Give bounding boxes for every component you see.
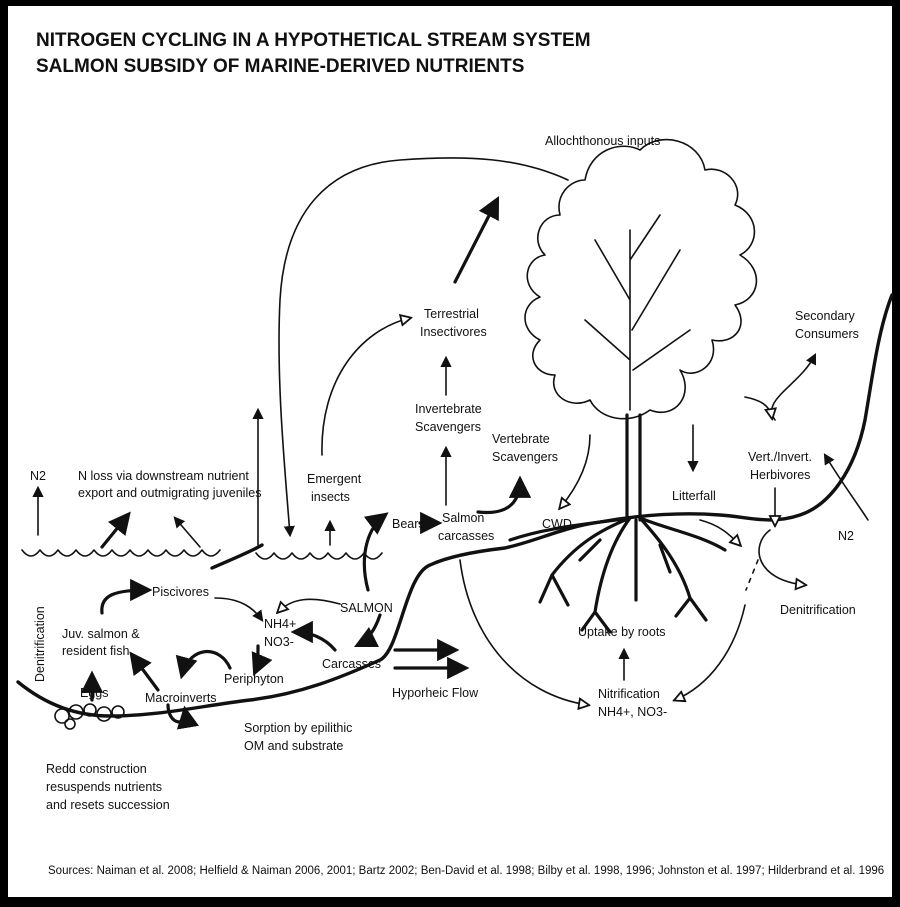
label-n2-left: N2 — [30, 469, 46, 483]
arrow-salmon-to-carcasses — [358, 615, 380, 645]
label-sorption-1: Sorption by epilithic — [244, 721, 352, 735]
tree-roots — [510, 518, 725, 632]
label-salmon: SALMON — [340, 601, 393, 615]
stream-bed-profile — [18, 295, 892, 716]
left-bank — [212, 545, 262, 568]
label-litterfall: Litterfall — [672, 489, 716, 503]
label-nloss-2: export and outmigrating juveniles — [78, 486, 261, 500]
diagram-title-line1: NITROGEN CYCLING IN A HYPOTHETICAL STREA… — [36, 30, 591, 51]
label-eggs: Eggs — [80, 686, 109, 700]
label-allochthonous: Allochthonous inputs — [545, 134, 660, 148]
label-vert-scav-1: Vertebrate — [492, 432, 550, 446]
label-nh4: NH4+ — [264, 617, 296, 631]
label-denitrification-side: Denitrification — [33, 606, 47, 682]
tree-trunk — [627, 415, 640, 520]
arrow-macro-loop — [168, 705, 185, 722]
label-emergent-1: Emergent — [307, 472, 362, 486]
label-redd-2: resuspends nutrients — [46, 780, 162, 794]
label-denitrification-right: Denitrification — [780, 603, 856, 617]
label-cwd: CWD — [542, 517, 572, 531]
arrow-emergent-to-insectivores — [322, 318, 410, 455]
label-redd-3: and resets succession — [46, 798, 170, 812]
arrow-nh4-to-periphyton — [255, 646, 258, 672]
sources-citation: Sources: Naiman et al. 2008; Helfield & … — [48, 865, 884, 877]
arrow-macro-to-juv — [132, 655, 158, 690]
label-nitrification-1: Nitrification — [598, 687, 660, 701]
tree-branches — [585, 215, 690, 410]
label-no3: NO3- — [264, 635, 294, 649]
label-juv-1: Juv. salmon & — [62, 627, 140, 641]
arrow-carcasses-to-nh4 — [295, 632, 335, 650]
label-inv-scav-1: Invertebrate — [415, 402, 482, 416]
arrow-n2-right — [825, 455, 868, 520]
label-secondary-2: Consumers — [795, 327, 859, 341]
arrow-nloss-2 — [175, 518, 200, 547]
label-hyporheic: Hyporheic Flow — [392, 686, 479, 700]
label-salmon-carcasses-2: carcasses — [438, 529, 494, 543]
arrow-tree-to-herbivores — [745, 397, 772, 418]
label-uptake: Uptake by roots — [578, 625, 666, 639]
arrow-herb-to-secondary — [772, 355, 815, 420]
label-n2-right: N2 — [838, 529, 854, 543]
arrow-denitrification-loop — [759, 530, 805, 585]
water-surface-left — [22, 550, 220, 556]
arrow-juv-to-piscivores — [102, 590, 148, 613]
tree-canopy — [525, 140, 756, 419]
label-terrestrial-1: Terrestrial — [424, 307, 479, 321]
label-sorption-2: OM and substrate — [244, 739, 343, 753]
arrow-carcass-to-vert-scav — [478, 480, 520, 513]
label-piscivores: Piscivores — [152, 585, 209, 599]
arrow-carcass-to-nitrification — [460, 560, 588, 705]
label-macroinverts: Macroinverts — [145, 691, 217, 705]
arrow-piscivores-to-nh4 — [215, 598, 262, 620]
label-bears: Bears — [392, 517, 425, 531]
label-terrestrial-2: Insectivores — [420, 325, 487, 339]
label-carcasses: Carcasses — [322, 657, 381, 671]
label-nitrification-2: NH4+, NO3- — [598, 705, 667, 719]
label-periphyton: Periphyton — [224, 672, 284, 686]
label-herbivores-1: Vert./Invert. — [748, 450, 812, 464]
label-redd-1: Redd construction — [46, 762, 147, 776]
diagram-title-line2: SALMON SUBSIDY OF MARINE-DERIVED NUTRIEN… — [36, 56, 524, 77]
arrow-soil-dash — [746, 560, 758, 590]
label-emergent-2: insects — [311, 490, 350, 504]
arrow-soil-to-nitrification — [675, 605, 745, 700]
arrow-periphyton-to-macro — [182, 652, 230, 675]
label-herbivores-2: Herbivores — [750, 468, 810, 482]
arrow-nloss-1 — [102, 515, 128, 547]
label-salmon-carcasses-1: Salmon — [442, 511, 484, 525]
label-nloss-1: N loss via downstream nutrient — [78, 469, 249, 483]
label-secondary-1: Secondary — [795, 309, 856, 323]
label-vert-scav-2: Scavengers — [492, 450, 558, 464]
label-inv-scav-2: Scavengers — [415, 420, 481, 434]
arrow-cwd — [560, 435, 590, 508]
label-juv-2: resident fish — [62, 644, 129, 658]
arrow-salmon-to-nh4 — [278, 599, 340, 612]
arrow-insectivores-up — [455, 200, 497, 282]
